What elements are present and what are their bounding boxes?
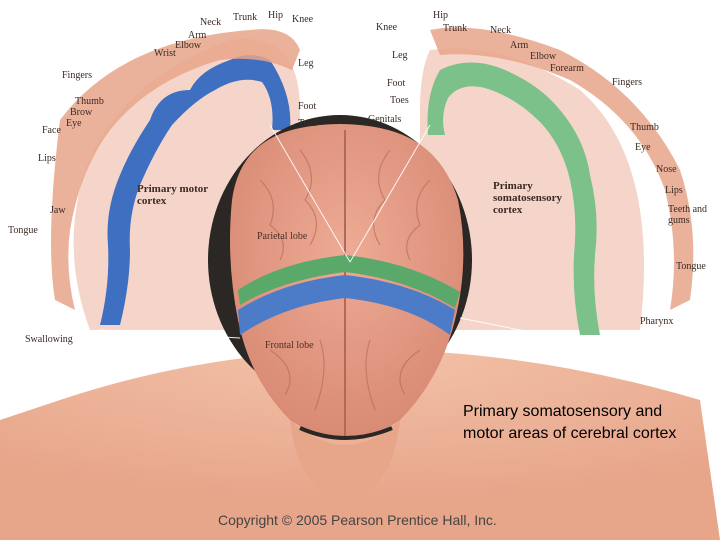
brain-gyri [259, 149, 431, 411]
label-sensory-arm: Arm [510, 40, 529, 51]
label-sensory-foot: Foot [387, 78, 406, 89]
label-sensory-neck: Neck [490, 25, 512, 36]
label-motor-foot: Foot [298, 101, 317, 112]
brain-blue-strip [238, 275, 455, 335]
label-sensory-pharynx: Pharynx [640, 316, 674, 327]
brow [299, 426, 393, 440]
label-motor-brow: Brow [70, 107, 93, 118]
leader-lines [99, 124, 581, 343]
label-motor-eye: Eye [66, 118, 82, 129]
label-sensory-leg: Leg [392, 50, 408, 61]
label-sensory-forearm: Forearm [550, 63, 584, 74]
figure-caption: Primary somatosensory and motor areas of… [463, 403, 677, 442]
label-sensory-tongue: Tongue [676, 261, 706, 272]
face [290, 420, 400, 498]
label-sensory-eye: Eye [635, 142, 651, 153]
label-motor-trunk: Trunk [233, 12, 258, 23]
sensory-homunculus [430, 27, 694, 310]
label-motor-elbow: Elbow [175, 40, 202, 51]
label-sensory-trunk: Trunk [443, 23, 468, 34]
label-motor-hip: Hip [268, 10, 283, 21]
label-motor-jaw: Jaw [50, 205, 66, 216]
label-motor-arm: Arm [188, 30, 207, 41]
label-motor-swallowing: Swallowing [25, 334, 73, 345]
label-sensory-thumb: Thumb [630, 122, 659, 133]
label-parietal-lobe: Parietal lobe [257, 231, 308, 242]
label-motor-toes: Toes [298, 118, 317, 129]
copyright-notice: Copyright © 2005 Pearson Prentice Hall, … [218, 512, 497, 528]
brain-green-strip [238, 255, 460, 308]
label-motor-thumb: Thumb [75, 96, 104, 107]
label-frontal-lobe: Frontal lobe [265, 340, 314, 351]
label-motor-tongue: Tongue [8, 225, 38, 236]
label-sensory-teeth-gums: Teeth and gums [668, 204, 708, 226]
label-motor-lips: Lips [38, 153, 56, 164]
label-motor-fingers: Fingers [62, 70, 92, 81]
label-motor-face: Face [42, 125, 61, 136]
sensory-cortex-title: Primary somatosensory cortex [493, 180, 563, 216]
label-motor-neck: Neck [200, 17, 222, 28]
label-motor-knee: Knee [292, 14, 314, 25]
motor-cortex-title: Primary motor cortex [137, 183, 208, 207]
motor-cortex-band [100, 55, 291, 325]
sensory-cortex-band [427, 62, 600, 335]
label-sensory-fingers: Fingers [612, 77, 642, 88]
label-motor-leg: Leg [298, 58, 314, 69]
label-sensory-elbow: Elbow [530, 51, 557, 62]
label-motor-wrist: Wrist [154, 48, 176, 59]
label-sensory-knee: Knee [376, 22, 398, 33]
motor-homunculus [51, 29, 300, 311]
label-sensory-hip: Hip [433, 10, 448, 21]
label-sensory-genitals: Genitals [368, 114, 402, 125]
label-sensory-lips: Lips [665, 185, 683, 196]
label-sensory-toes: Toes [390, 95, 409, 106]
label-sensory-nose: Nose [656, 164, 677, 175]
